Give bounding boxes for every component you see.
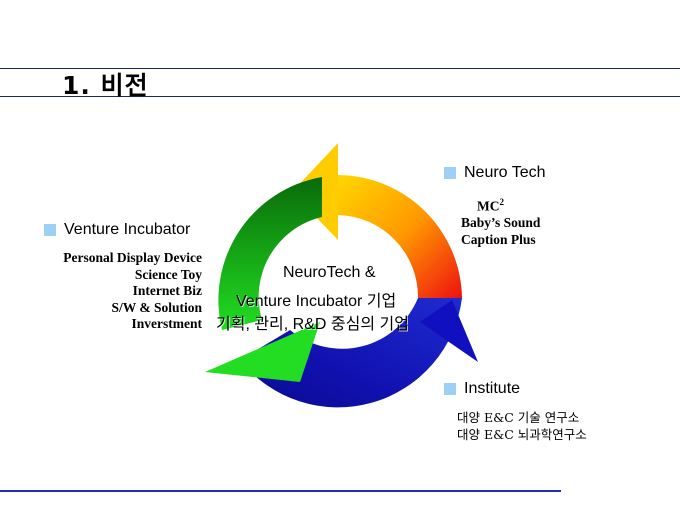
top-rule	[0, 68, 680, 69]
list-item: Caption Plus	[461, 231, 536, 247]
list-item-mc2: MC2	[461, 194, 540, 215]
venture-heading-label: Venture Incubator	[64, 221, 191, 238]
institute-list: 대양 E&C 기술 연구소 대양 E&C 뇌과학연구소	[457, 410, 587, 443]
center-line-2: Venture Incubator 기업	[236, 293, 397, 310]
arrowhead-green	[205, 322, 320, 382]
list-item: Baby’s Sound	[461, 215, 541, 230]
arrow-segment-green	[218, 177, 322, 330]
title-underline	[0, 96, 680, 97]
bullet-square-icon	[44, 224, 56, 236]
list-item: 대양 E&C 기술 연구소	[457, 410, 580, 425]
mc-label: MC	[477, 198, 500, 214]
institute-heading-label: Institute	[464, 380, 521, 397]
list-item: S/W & Solution	[111, 299, 202, 315]
page-title: 1. 비전	[62, 71, 149, 100]
center-line-3: 기획, 관리, R&D 중심의 기업	[216, 316, 409, 333]
arrow-segment-orange	[338, 175, 462, 298]
neuro-heading-label: Neuro Tech	[464, 164, 546, 181]
venture-heading: Venture Incubator	[44, 221, 190, 239]
bottom-rule	[0, 490, 561, 492]
bullet-square-icon	[444, 167, 456, 179]
venture-list: Personal Display Device Science Toy Inte…	[63, 250, 202, 333]
institute-heading: Institute	[444, 380, 520, 398]
list-item: Personal Display Device	[63, 250, 202, 265]
bullet-square-icon	[444, 383, 456, 395]
list-item: 대양 E&C 뇌과학연구소	[457, 426, 587, 442]
list-item: Science Toy	[134, 266, 202, 282]
center-line-1: NeuroTech &	[283, 264, 376, 281]
arrowhead-blue	[420, 300, 478, 362]
mc-superscript: 2	[499, 197, 505, 207]
neuro-heading: Neuro Tech	[444, 164, 546, 182]
neuro-list: MC2 Baby’s Sound Caption Plus	[461, 194, 540, 248]
list-item: Internet Biz	[132, 283, 202, 298]
list-item: Inverstment	[131, 316, 203, 331]
